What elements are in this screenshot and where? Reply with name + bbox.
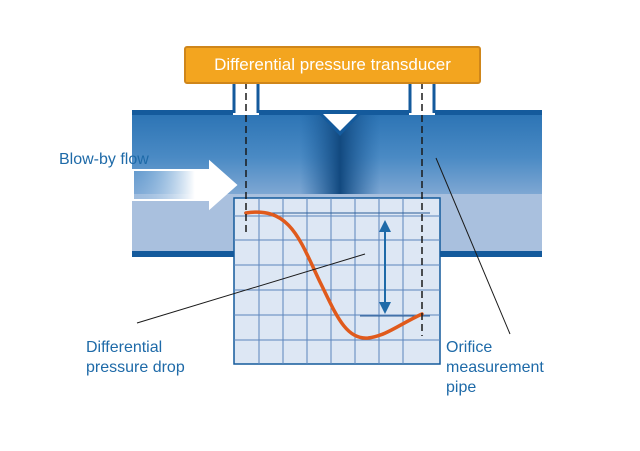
pressure-curve — [244, 210, 424, 340]
chart-grid — [234, 198, 440, 364]
pressure-drop-leader — [136, 253, 366, 324]
differential-pressure-drop-label: Differential pressure drop — [86, 339, 185, 376]
chart-panel — [233, 197, 441, 365]
pressure-chart — [233, 197, 441, 365]
orifice-measurement-pipe-label: Orifice measurement pipe — [446, 339, 544, 396]
orifice-pipe-leader — [435, 157, 511, 335]
transducer-box: Differential pressure transducer — [184, 46, 481, 84]
blow-by-flow-label: Blow-by flow — [59, 151, 149, 168]
pipe-top-wall — [132, 110, 542, 115]
tap-dashed-lines — [245, 82, 423, 336]
pressure-drop-arrow — [379, 220, 391, 314]
orifice-notch — [323, 114, 357, 131]
flow-arrow — [132, 159, 238, 211]
